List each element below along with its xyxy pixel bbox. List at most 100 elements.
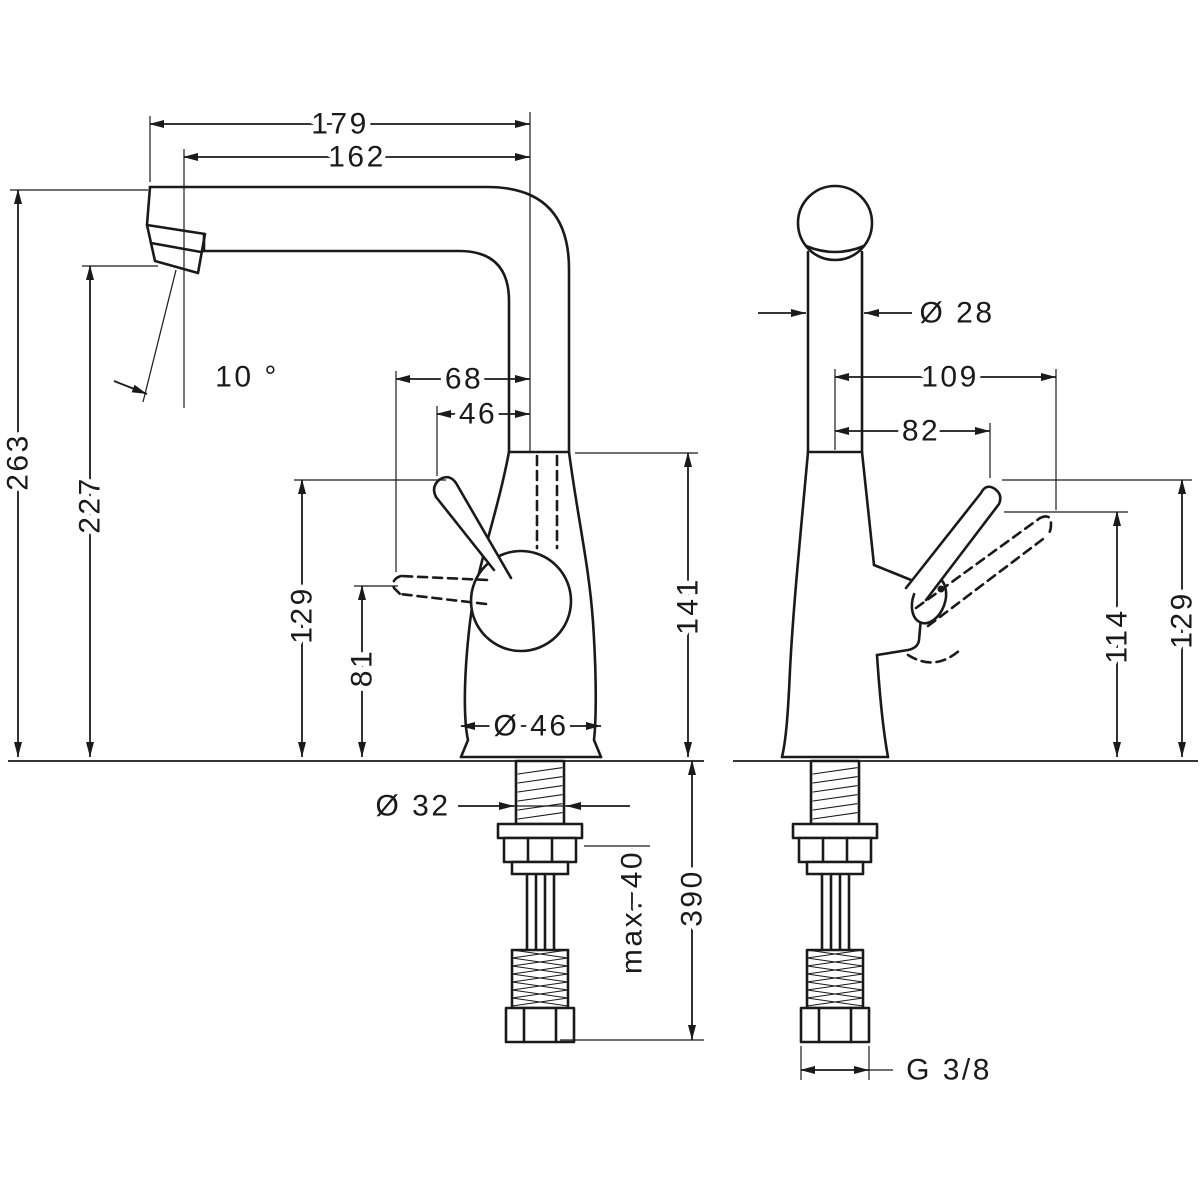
spout-inner-edge [202, 249, 511, 454]
braided-hose-front [805, 948, 865, 1010]
spray-angle-line [142, 269, 177, 403]
hatch-line [812, 794, 858, 802]
hatch-line [511, 989, 569, 999]
washer-side [496, 822, 584, 840]
nut-step-front [805, 860, 865, 876]
faucet-side-outline [145, 185, 603, 759]
dim-81-label: 81 [346, 649, 379, 687]
body-hole-dot [937, 585, 945, 593]
hatch-line [517, 785, 563, 793]
dim-179-label: 179 [311, 108, 369, 141]
hatch-line [806, 965, 864, 975]
shank-front [809, 759, 861, 826]
hatch-line [517, 803, 563, 811]
dim-68: 68 [395, 357, 530, 572]
handle-lever-dashed-front [914, 515, 1053, 628]
dim-max40-label: max. 40 [616, 850, 649, 974]
dim-dia28-label: Ø 28 [919, 297, 994, 330]
hatch-line [511, 957, 569, 967]
washer-front [791, 822, 879, 840]
hose-fitting-side [504, 1006, 576, 1044]
dim-129-side-label: 129 [286, 586, 319, 644]
dim-263-label: 263 [2, 433, 35, 491]
dim-46-label: 46 [459, 398, 497, 431]
handle-ball-side [469, 549, 573, 653]
below-deck-front [791, 759, 879, 1044]
lever-dashed-top-line [399, 574, 489, 582]
dim-82-label: 82 [902, 415, 940, 448]
mounting-nut-side [502, 836, 578, 864]
hose-fitting-front [799, 1006, 871, 1044]
dim-81: 81 [340, 585, 398, 757]
dim-141: 141 [575, 452, 710, 757]
dim-angle-label: 10 ° [215, 361, 279, 394]
dim-max40: max. 40 [584, 844, 654, 980]
dim-109: 109 [834, 355, 1057, 510]
side-view-dimensions: 179 162 10 ° 68 46 [0, 102, 714, 1041]
dim-dia32-label: Ø 32 [375, 790, 450, 823]
dim-dia28: Ø 28 [758, 291, 998, 335]
dim-114-label: 114 [1101, 608, 1134, 663]
hatch-line [511, 965, 569, 975]
hatch-line [806, 957, 864, 967]
spout-tip-face [145, 185, 152, 227]
dim-68-label: 68 [445, 363, 483, 396]
hatch-line [812, 785, 858, 793]
handle-lever-dashed-side [392, 574, 489, 606]
side-view: 179 162 10 ° 68 46 [0, 102, 714, 1044]
dim-114: 114 [1004, 511, 1139, 757]
shank-side [514, 759, 566, 826]
body-right-edge-lower [875, 653, 890, 759]
dim-129-side: 129 [280, 479, 446, 757]
dim-109-label: 109 [921, 361, 979, 394]
dim-82: 82 [834, 409, 991, 478]
hatch-line [517, 794, 563, 802]
front-view-dimensions: Ø 28 109 82 114 129 [758, 291, 1200, 1092]
body-right-edge-upper [860, 450, 876, 567]
lever-dashed-bottom-line [398, 592, 488, 606]
dim-162: 162 [183, 135, 530, 408]
handle-underside-dashed [906, 648, 962, 664]
dim-162-label: 162 [328, 141, 386, 174]
spout-end-circle [796, 184, 874, 262]
spout-outer-edge [148, 185, 571, 454]
spout-end-detail [804, 244, 866, 254]
dim-46: 46 [436, 392, 530, 476]
hatch-line [511, 981, 569, 991]
aerator-detail-line [149, 241, 203, 254]
lever-dashed-tip [1038, 515, 1053, 538]
dim-129-front: 129 [1002, 479, 1200, 757]
hatch-line [517, 767, 563, 775]
dim-141-label: 141 [672, 577, 705, 635]
hatch-line [812, 776, 858, 784]
dim-129-front-label: 129 [1166, 591, 1199, 649]
dim-g38-label: G 3/8 [906, 1054, 992, 1087]
hatch-line [806, 973, 864, 983]
dim-dia46: Ø 46 [460, 704, 601, 748]
aerator [145, 223, 207, 275]
body-left-edge-side [459, 450, 511, 759]
dim-angle-10: 10 ° [113, 269, 282, 403]
dim-dia46-label: Ø 46 [493, 710, 568, 743]
hatch-line [517, 776, 563, 784]
body-right-edge-side [567, 450, 603, 759]
dim-263: 263 [0, 189, 148, 757]
dim-390-label: 390 [676, 869, 709, 927]
hatch-line [806, 989, 864, 999]
dim-179: 179 [149, 102, 530, 146]
lever-dashed-bottom-line [926, 534, 1049, 628]
mounting-nut-front [797, 836, 873, 864]
hatch-line [511, 949, 569, 959]
below-deck-side [496, 759, 584, 1044]
hatch-line [812, 767, 858, 775]
body-left-edge-front [780, 450, 810, 759]
angle-arrow [113, 380, 148, 395]
dim-390: 390 [560, 760, 714, 1041]
hatch-line [511, 997, 569, 1007]
dim-227: 227 [68, 265, 158, 757]
hatch-line [812, 812, 858, 820]
braided-hose-side [510, 948, 570, 1010]
hatch-line [517, 812, 563, 820]
